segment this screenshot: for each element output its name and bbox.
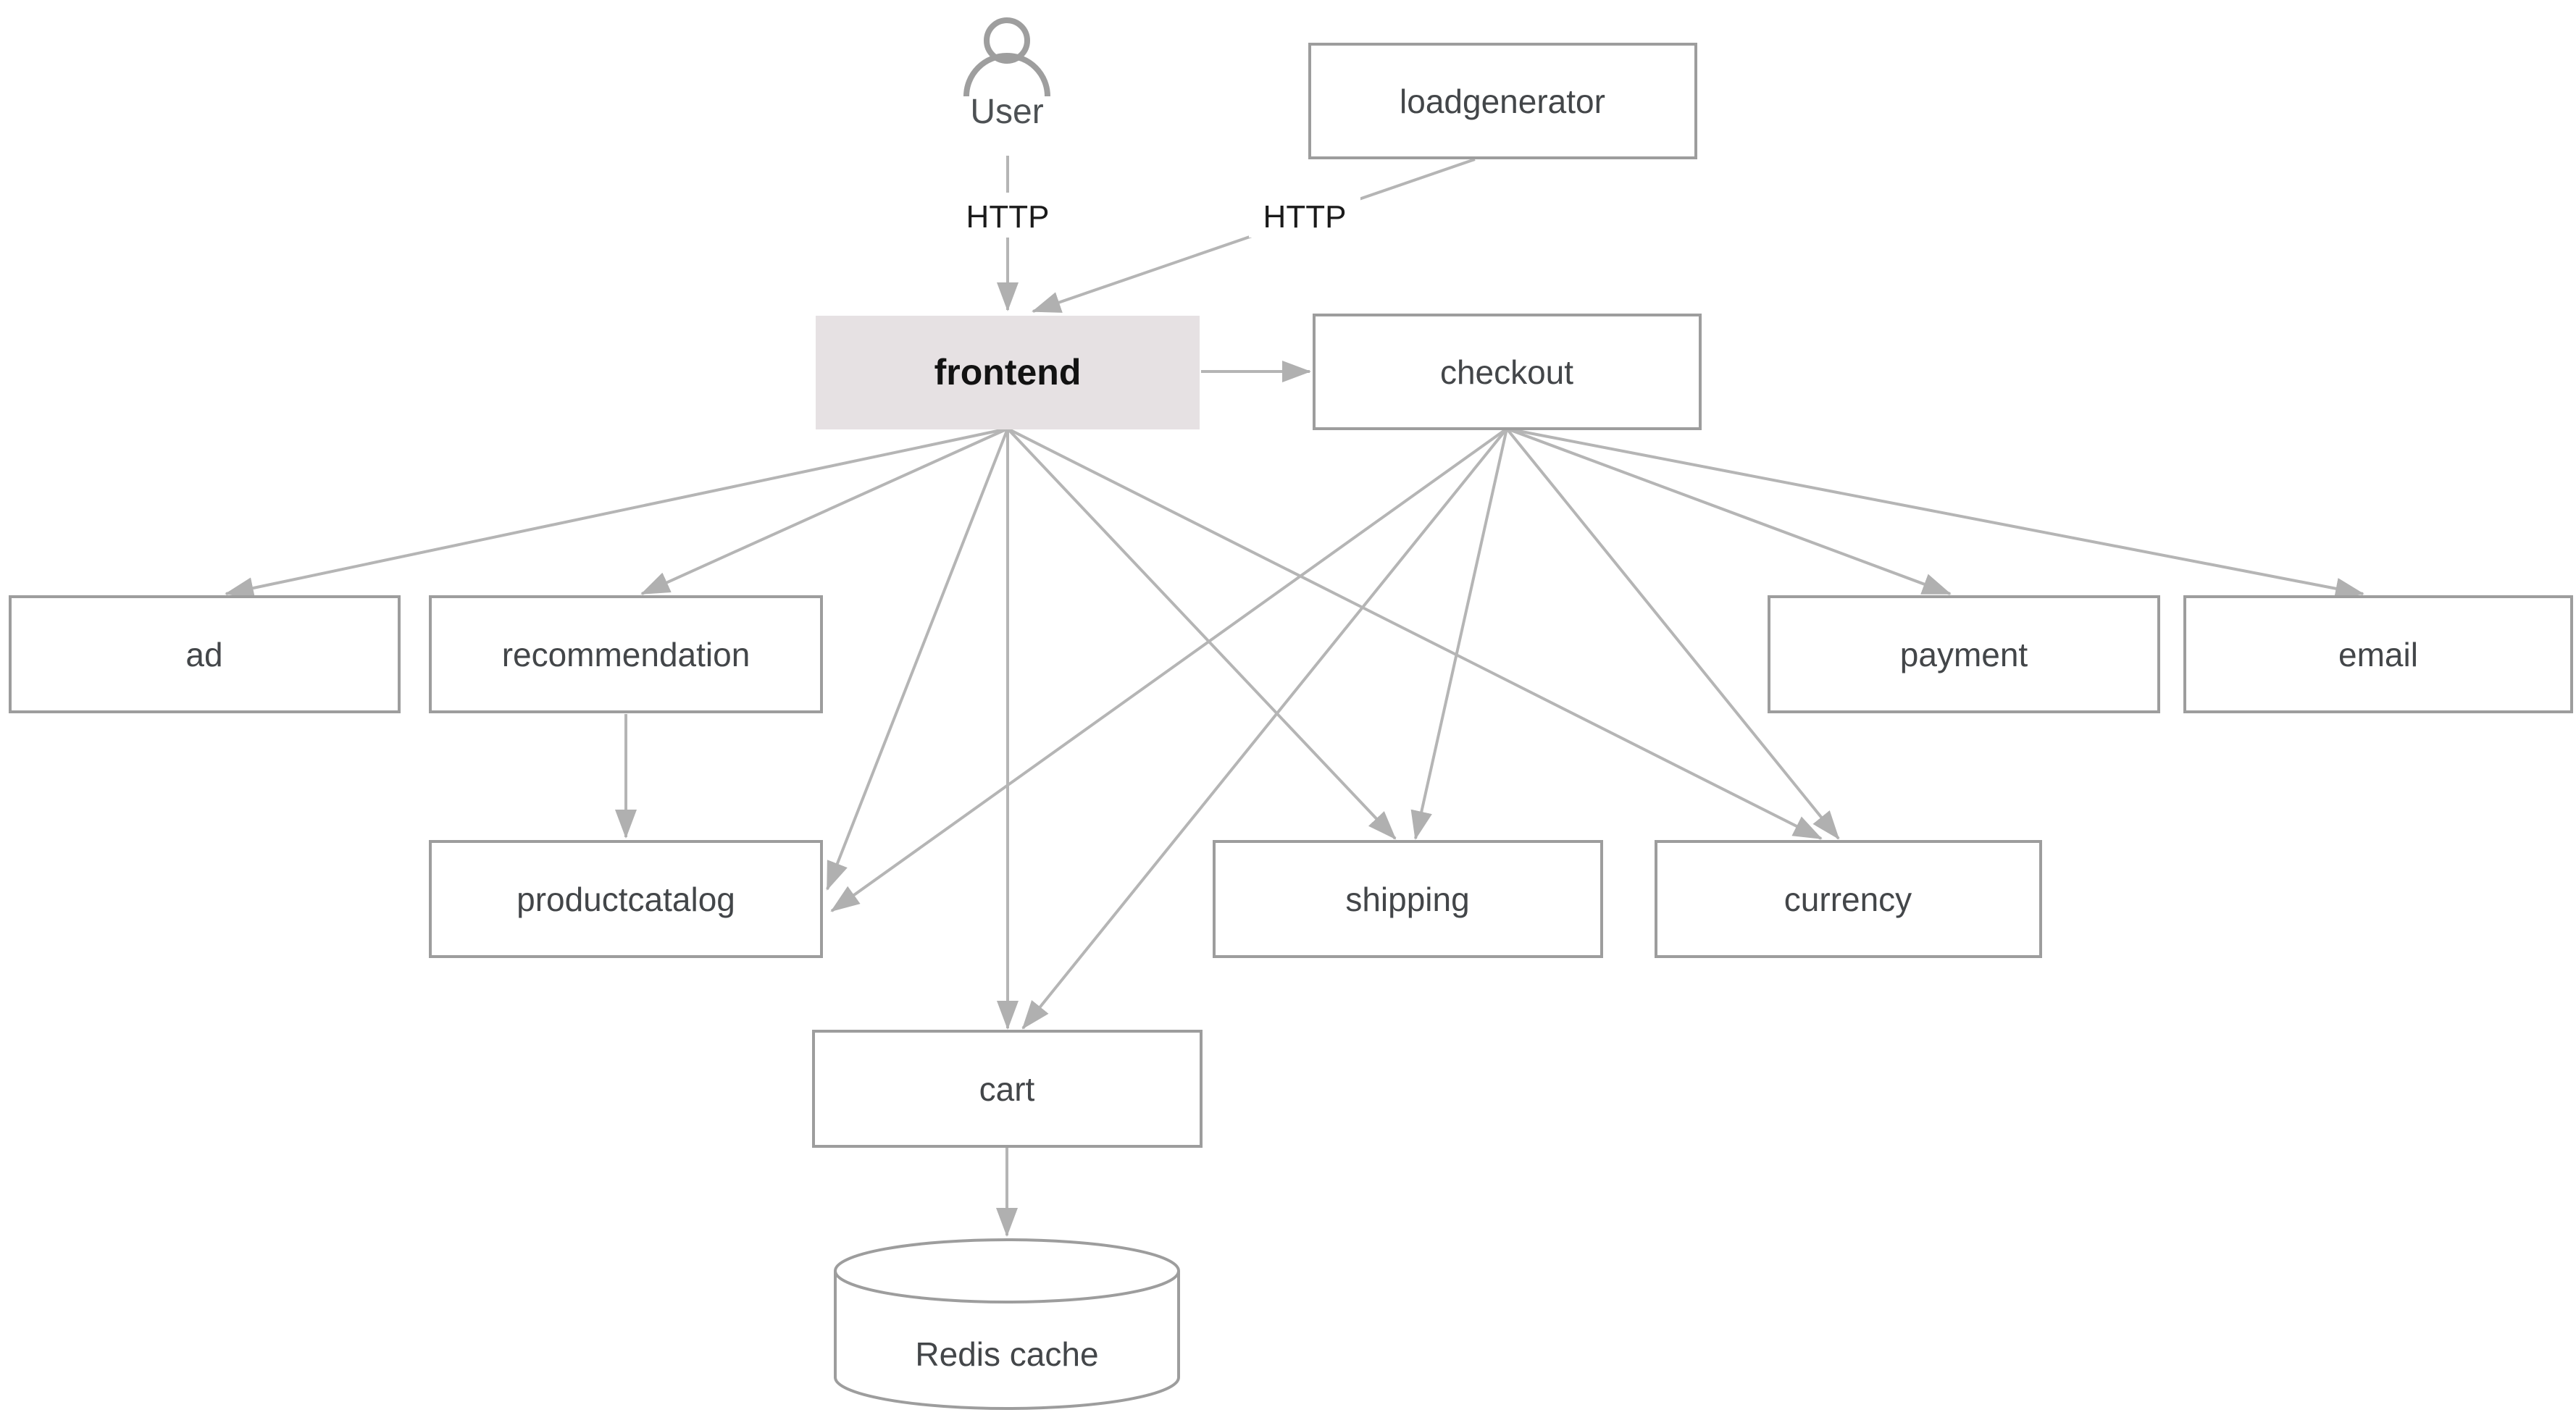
nodes-layer: loadgenerator frontend checkout ad recom… [9, 43, 2573, 1410]
edge-frontend-currency [1007, 427, 1823, 840]
node-redis-label: Redis cache [915, 1335, 1098, 1373]
person-icon [963, 17, 1050, 97]
node-loadgenerator-label: loadgenerator [1400, 83, 1605, 120]
database-cylinder-icon [834, 1271, 1180, 1410]
database-cylinder-top [834, 1238, 1180, 1303]
node-shipping: shipping [1213, 840, 1603, 958]
node-checkout: checkout [1313, 314, 1702, 430]
edge-labels-layer: HTTP HTTP [953, 193, 1360, 238]
node-checkout-label: checkout [1440, 353, 1573, 391]
node-frontend: frontend [816, 316, 1200, 429]
edge-frontend-recommendation [640, 427, 1008, 595]
node-email-label: email [2338, 636, 2418, 673]
http-label-mask-loadgenerator [1249, 193, 1360, 238]
node-ad: ad [9, 595, 401, 713]
node-cart: cart [812, 1030, 1203, 1148]
node-payment-label: payment [1900, 636, 2028, 673]
node-recommendation-label: recommendation [502, 636, 750, 673]
edge-checkout-cart [1021, 427, 1508, 1030]
edge-checkout-shipping [1410, 428, 1508, 840]
edge-frontend-shipping [1006, 427, 1397, 840]
node-email: email [2183, 595, 2573, 713]
node-payment: payment [1768, 595, 2160, 713]
node-frontend-label: frontend [934, 352, 1082, 392]
edge-checkout-payment [1506, 427, 1952, 595]
node-currency: currency [1655, 840, 2042, 958]
http-label-mask-user [953, 193, 1062, 238]
node-shipping-label: shipping [1345, 881, 1469, 918]
edge-frontend-ad [225, 427, 1008, 599]
node-productcatalog-label: productcatalog [517, 881, 735, 918]
node-cart-label: cart [979, 1070, 1035, 1108]
node-productcatalog: productcatalog [429, 840, 823, 958]
node-loadgenerator: loadgenerator [1308, 43, 1697, 159]
edge-checkout-email [1506, 427, 2364, 600]
edge-label-loadgenerator-http: HTTP [1263, 199, 1347, 235]
edge-frontend-productcatalog [826, 428, 1009, 891]
node-redis-cache: Redis cache [834, 1238, 1180, 1410]
node-recommendation: recommendation [429, 595, 823, 713]
edge-label-user-http: HTTP [966, 199, 1050, 235]
actor-user-label: User [970, 93, 1043, 131]
node-ad-label: ad [185, 636, 222, 673]
edge-checkout-currency [1505, 427, 1840, 840]
node-currency-label: currency [1784, 881, 1912, 918]
edge-checkout-productcatalog [830, 427, 1508, 912]
actor-user: User [963, 17, 1050, 131]
edges-layer [225, 156, 2364, 1237]
